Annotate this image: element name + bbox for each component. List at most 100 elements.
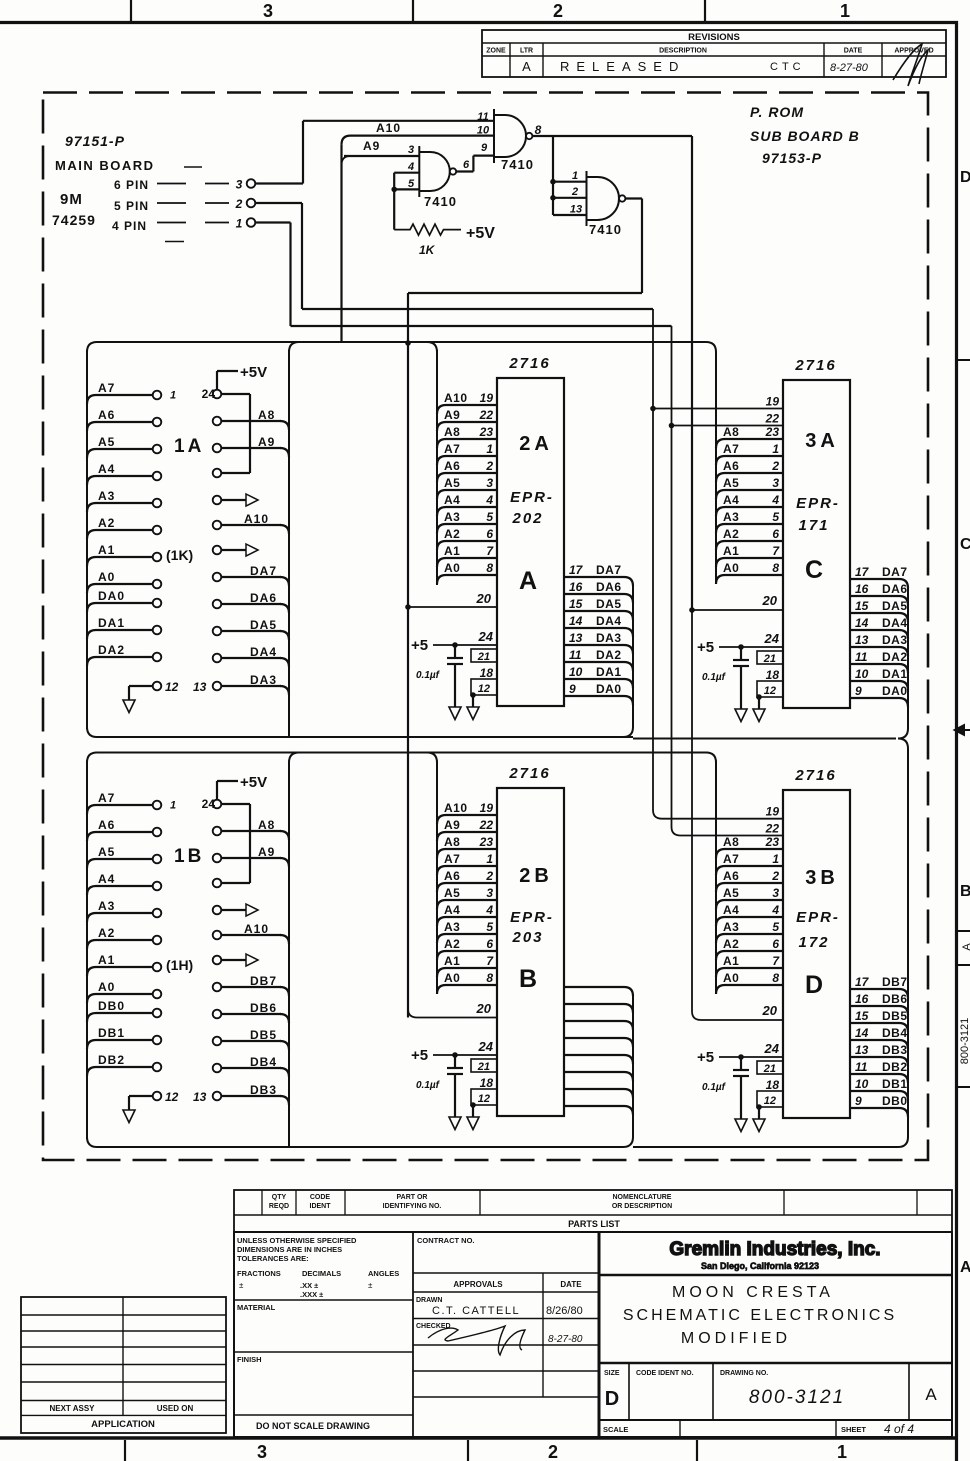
svg-text:24: 24 — [764, 1041, 780, 1056]
svg-text:24: 24 — [764, 631, 780, 646]
svg-text:19: 19 — [480, 391, 494, 405]
svg-text:19: 19 — [766, 395, 780, 409]
svg-text:DA5: DA5 — [250, 618, 277, 632]
svg-text:17: 17 — [569, 563, 584, 577]
svg-text:A10: A10 — [376, 121, 401, 135]
svg-text:17: 17 — [855, 975, 870, 989]
svg-text:2: 2 — [553, 1, 563, 21]
svg-text:1: 1 — [772, 442, 779, 456]
svg-text:DA2: DA2 — [98, 643, 125, 657]
svg-text:1: 1 — [837, 1442, 847, 1461]
svg-text:15: 15 — [855, 599, 869, 613]
svg-text:20: 20 — [762, 1003, 778, 1018]
svg-text:+5: +5 — [411, 637, 428, 654]
svg-text:REVISIONS: REVISIONS — [688, 32, 740, 43]
svg-text:ANGLES: ANGLES — [368, 1269, 399, 1278]
svg-text:4: 4 — [771, 493, 779, 507]
svg-text:DA0: DA0 — [596, 682, 622, 696]
svg-text:8: 8 — [772, 971, 779, 985]
svg-text:D: D — [605, 1388, 619, 1410]
svg-text:1: 1 — [170, 800, 176, 812]
svg-text:8: 8 — [772, 561, 779, 575]
svg-text:DA2: DA2 — [596, 648, 622, 662]
svg-text:12: 12 — [165, 1090, 179, 1104]
svg-text:A: A — [925, 1385, 937, 1404]
svg-text:EPR-: EPR- — [510, 489, 554, 506]
svg-text:A6: A6 — [723, 869, 739, 883]
svg-text:3: 3 — [772, 476, 779, 490]
svg-text:MAIN BOARD: MAIN BOARD — [55, 158, 155, 173]
svg-text:17: 17 — [855, 565, 870, 579]
svg-text:A2: A2 — [444, 527, 460, 541]
svg-text:DIMENSIONS ARE IN INCHES: DIMENSIONS ARE IN INCHES — [237, 1245, 342, 1254]
svg-text:DB4: DB4 — [882, 1026, 908, 1040]
svg-text:2: 2 — [771, 869, 779, 883]
svg-text:10: 10 — [569, 665, 583, 679]
svg-text:DB7: DB7 — [250, 974, 277, 988]
svg-text:2: 2 — [571, 186, 578, 198]
svg-text:2: 2 — [485, 869, 493, 883]
svg-text:800-3121: 800-3121 — [959, 1018, 970, 1065]
svg-text:P. ROM: P. ROM — [750, 104, 804, 120]
svg-text:CODE: CODE — [310, 1194, 331, 1201]
svg-text:8: 8 — [486, 971, 493, 985]
svg-text:DA1: DA1 — [98, 616, 125, 630]
svg-text:2A: 2A — [519, 433, 553, 455]
svg-text:FRACTIONS: FRACTIONS — [237, 1269, 281, 1278]
svg-text:3: 3 — [486, 476, 493, 490]
svg-text:A4: A4 — [723, 903, 739, 917]
svg-text:15: 15 — [855, 1009, 869, 1023]
svg-text:C: C — [960, 536, 970, 553]
svg-text:B: B — [519, 965, 537, 993]
svg-text:23: 23 — [479, 835, 494, 849]
svg-text:DA3: DA3 — [882, 633, 908, 647]
svg-text:DB7: DB7 — [882, 975, 908, 989]
svg-text:13: 13 — [193, 1090, 207, 1104]
svg-text:DA7: DA7 — [596, 563, 622, 577]
svg-text:IDENT: IDENT — [310, 1203, 332, 1210]
svg-text:A2: A2 — [444, 937, 460, 951]
svg-text:DB6: DB6 — [882, 992, 908, 1006]
svg-text:23: 23 — [479, 425, 494, 439]
svg-text:A: A — [961, 943, 970, 951]
svg-text:+5V: +5V — [466, 225, 495, 242]
svg-text:+5: +5 — [697, 639, 714, 656]
svg-text:10: 10 — [855, 1077, 869, 1091]
svg-text:DATE: DATE — [560, 1280, 582, 1289]
svg-text:24: 24 — [478, 629, 494, 644]
svg-text:19: 19 — [480, 801, 494, 815]
svg-text:CTC: CTC — [770, 61, 805, 73]
svg-text:1: 1 — [236, 217, 243, 231]
svg-text:A9: A9 — [258, 845, 275, 859]
svg-text:DA6: DA6 — [596, 580, 622, 594]
svg-text:DO NOT SCALE DRAWING: DO NOT SCALE DRAWING — [256, 1421, 370, 1431]
svg-text:9: 9 — [855, 1094, 862, 1108]
svg-text:2716: 2716 — [794, 357, 836, 374]
svg-text:DATE: DATE — [844, 48, 863, 55]
svg-text:A4: A4 — [98, 462, 115, 476]
svg-text:CONTRACT NO.: CONTRACT NO. — [417, 1236, 475, 1245]
svg-text:A3: A3 — [444, 510, 460, 524]
svg-text:24: 24 — [202, 387, 216, 401]
svg-text:EPR-: EPR- — [796, 909, 840, 926]
svg-text:A3: A3 — [444, 920, 460, 934]
svg-text:800-3121: 800-3121 — [749, 1387, 845, 1408]
svg-text:A6: A6 — [98, 818, 115, 832]
svg-text:DA4: DA4 — [596, 614, 622, 628]
svg-text:DB5: DB5 — [250, 1028, 277, 1042]
svg-text:+5V: +5V — [240, 774, 267, 791]
svg-text:DB1: DB1 — [98, 1026, 125, 1040]
svg-text:A7: A7 — [98, 791, 115, 805]
svg-text:DRAWN: DRAWN — [416, 1297, 442, 1304]
svg-text:A7: A7 — [98, 381, 115, 395]
svg-text:13: 13 — [193, 680, 207, 694]
svg-text:2: 2 — [485, 459, 493, 473]
svg-text:DA7: DA7 — [882, 565, 908, 579]
svg-text:20: 20 — [476, 591, 492, 606]
svg-text:A5: A5 — [98, 845, 115, 859]
svg-text:MATERIAL: MATERIAL — [237, 1303, 276, 1312]
svg-text:A10: A10 — [444, 801, 468, 815]
svg-text:7: 7 — [486, 544, 494, 558]
svg-text:A0: A0 — [444, 971, 460, 985]
svg-text:A7: A7 — [444, 852, 460, 866]
